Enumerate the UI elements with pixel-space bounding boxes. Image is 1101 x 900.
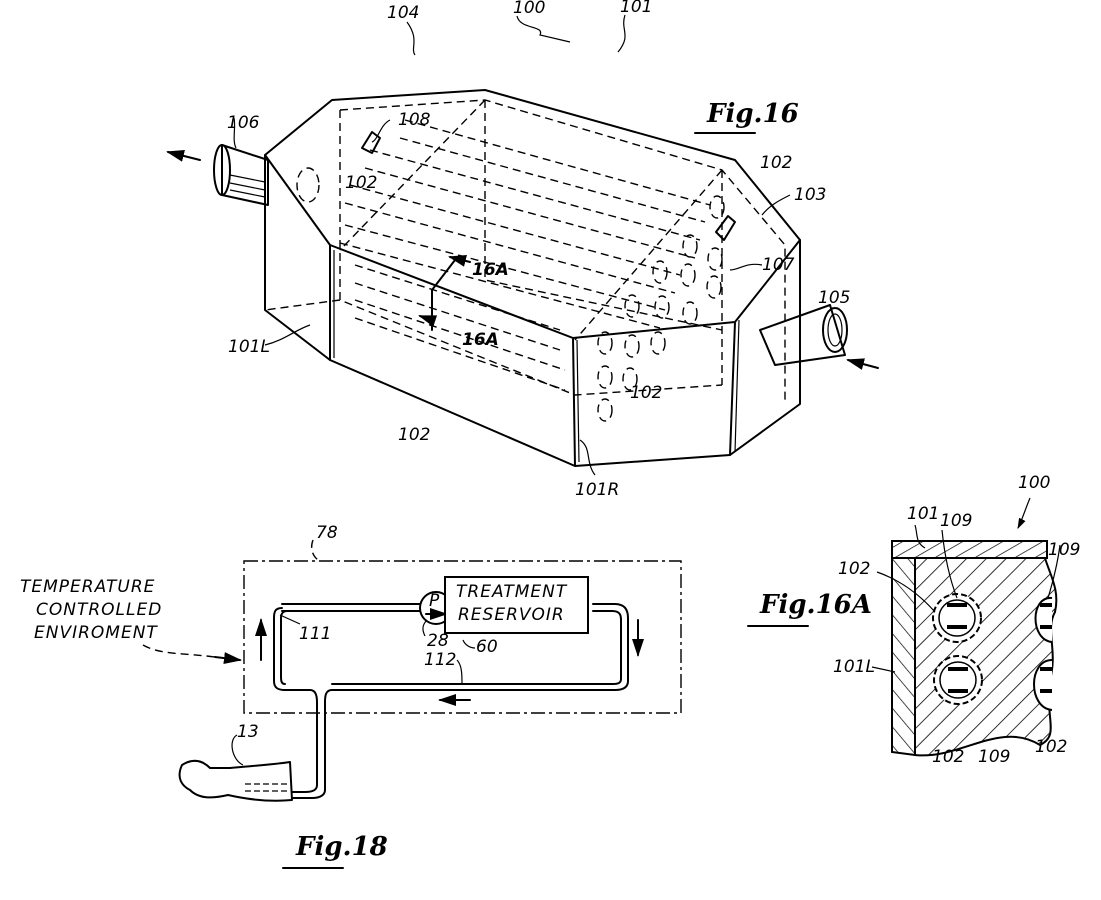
label-102-16a-lower-right: 102 — [1035, 737, 1067, 757]
potting-material — [914, 557, 1058, 757]
environment-label-line2: CONTROLLED — [36, 600, 162, 620]
label-101-16a: 101 — [907, 504, 939, 524]
leader-102-16a — [876, 571, 936, 613]
leader-28 — [422, 619, 428, 637]
supply-line-111 — [273, 607, 318, 793]
label-100: 100 — [513, 0, 545, 18]
label-101l-16a: 101L — [833, 657, 875, 677]
leader-101-16a — [914, 524, 926, 549]
inflow-arrow — [846, 358, 879, 370]
reservoir-label-line2: RESERVOIR — [458, 605, 565, 625]
section-line-16a — [418, 255, 471, 331]
label-100-16a: 100 — [1018, 473, 1050, 493]
label-101: 101 — [620, 0, 652, 17]
leader-101r — [579, 439, 596, 476]
housing-edge-double — [333, 250, 740, 463]
label-109-a: 109 — [940, 511, 972, 531]
label-105: 105 — [818, 288, 850, 308]
tube-section-upper-left — [932, 593, 982, 643]
pump-symbol: P — [429, 591, 440, 611]
leader-101 — [617, 14, 626, 53]
leader-104 — [406, 21, 416, 56]
figure-title-16: Fig.16 — [706, 99, 799, 129]
label-102-front: 102 — [630, 383, 662, 403]
label-104: 104 — [387, 3, 419, 23]
leader-100-16a — [1017, 497, 1031, 530]
label-13: 13 — [237, 722, 259, 742]
leader-109-a — [941, 529, 958, 599]
label-111: 111 — [299, 624, 331, 644]
label-103: 103 — [794, 185, 826, 205]
reservoir-label-line1: TREATMENT — [456, 582, 568, 602]
label-16a-top: 16A — [472, 260, 509, 280]
port-107 — [715, 215, 736, 241]
left-wall-101l — [891, 557, 916, 757]
leader-108 — [371, 119, 391, 143]
arm-vessels — [245, 783, 290, 792]
housing-outline — [264, 89, 801, 467]
label-28: 28 — [427, 631, 449, 651]
leader-106 — [233, 117, 237, 149]
label-102-bottom: 102 — [398, 425, 430, 445]
leader-112 — [456, 659, 463, 685]
label-16a-bottom: 16A — [462, 330, 499, 350]
label-101l: 101L — [228, 337, 270, 357]
tube-ends — [296, 167, 725, 422]
housing-wall-101 — [891, 540, 1048, 559]
outflow-arrow — [166, 150, 201, 162]
hidden-edges — [264, 99, 786, 400]
leader-111 — [279, 614, 301, 625]
leader-101l — [264, 324, 311, 346]
label-109-b: 109 — [1048, 540, 1080, 560]
label-106: 106 — [227, 113, 260, 133]
patient-arm-13 — [178, 759, 293, 802]
label-102-top: 102 — [345, 173, 377, 193]
label-107: 107 — [762, 255, 795, 275]
leader-100 — [516, 15, 571, 43]
environment-label-line3: ENVIROMENT — [34, 623, 158, 643]
housing-edge-101r — [572, 337, 576, 467]
label-108: 108 — [398, 110, 431, 130]
label-112: 112 — [424, 650, 456, 670]
tube-section-upper-right — [1034, 596, 1053, 643]
environment-arrow — [214, 652, 242, 665]
tube-inner-wall-left — [280, 610, 288, 685]
outlet-pipe-106 — [166, 144, 269, 206]
leader-60 — [462, 639, 476, 649]
label-101r: 101R — [575, 480, 619, 500]
temperature-controlled-enclosure — [243, 560, 682, 714]
tube-section-lower-right — [1033, 659, 1053, 711]
label-102-16a-lower-left: 102 — [932, 747, 964, 767]
figure-title-18: Fig.18 — [295, 832, 388, 862]
label-60: 60 — [476, 637, 498, 657]
fig16a-section-drawing — [871, 497, 1061, 757]
port-108 — [361, 131, 381, 154]
fig16-device-drawing — [166, 14, 879, 476]
label-102-16a-upper: 102 — [838, 559, 870, 579]
environment-leader — [142, 644, 216, 658]
leader-103 — [761, 194, 791, 216]
leader-109-b — [1047, 544, 1061, 599]
tube-section-lower-left — [933, 655, 983, 705]
treatment-reservoir-60 — [444, 576, 589, 634]
leader-13 — [231, 734, 244, 766]
fig18-circuit-drawing: P — [142, 539, 682, 802]
leader-107 — [729, 263, 763, 271]
environment-label-line1: TEMPERATURE — [20, 577, 155, 597]
leader-101l-16a — [871, 666, 896, 673]
label-102-right-top: 102 — [760, 153, 792, 173]
leader-78 — [310, 539, 319, 561]
inlet-pipe-105 — [759, 304, 879, 370]
label-78: 78 — [316, 523, 338, 543]
tube-bundle — [339, 119, 711, 391]
housing-edge-right — [729, 321, 736, 456]
figure-title-16a: Fig.16A — [759, 590, 872, 620]
label-109-c: 109 — [978, 747, 1010, 767]
